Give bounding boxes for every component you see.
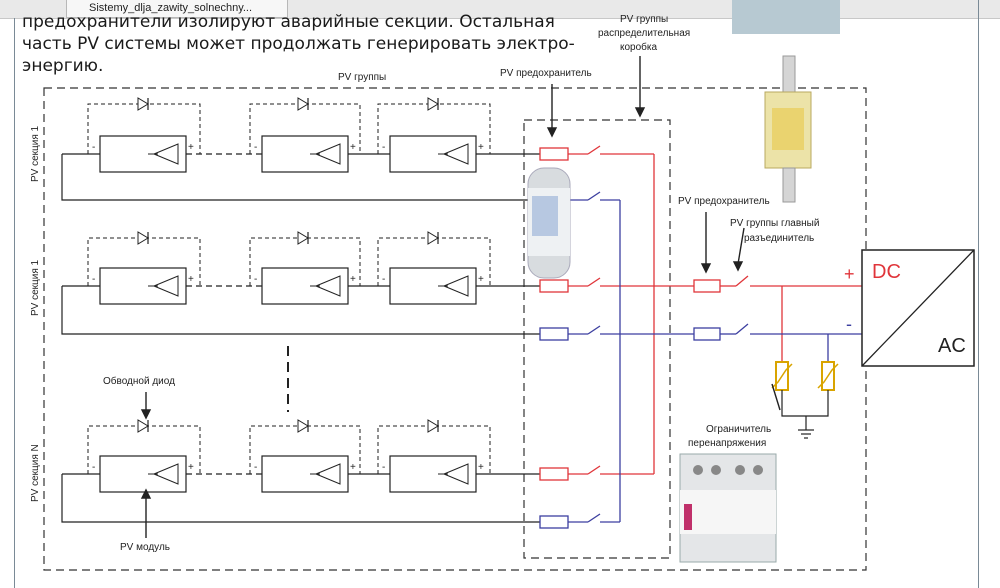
svg-text:+: + [350, 274, 356, 285]
bypass-diode [297, 231, 309, 245]
label-section-n: PV секция N [30, 444, 41, 502]
svg-text:-: - [382, 142, 385, 153]
string-row-2: - + - + - + [61, 231, 540, 335]
bypass-diode [297, 419, 309, 433]
bypass-diode [137, 419, 149, 433]
paragraph-line-2: часть PV системы может продолжать генери… [22, 34, 575, 54]
label-pv-fuse-top: PV предохранитель [500, 68, 592, 79]
svg-text:+: + [188, 274, 194, 285]
bypass-diode [297, 97, 309, 111]
label-section-1b: PV секция 1 [30, 259, 41, 316]
label-section-1a: PV секция 1 [30, 125, 41, 182]
label-pv-groups: PV группы [338, 72, 386, 83]
svg-text:+: + [350, 462, 356, 473]
main-positive-line [693, 275, 862, 362]
surge-protector-illustration [679, 453, 777, 563]
page-left-border [14, 18, 15, 588]
bypass-diode [427, 231, 439, 245]
label-plus: + [844, 264, 855, 284]
svg-text:-: - [382, 462, 385, 473]
string-row-n: - + - + - + [61, 419, 540, 523]
pv-module [389, 135, 477, 173]
fuse-nh-illustration [764, 55, 812, 203]
label-junction-box-3: коробка [620, 41, 657, 53]
label-junction-box-1: PV группы [620, 14, 668, 25]
pv-module [261, 267, 349, 305]
page-right-border [978, 0, 979, 588]
svg-text:+: + [478, 274, 484, 285]
svg-text:+: + [478, 462, 484, 473]
pv-module [261, 135, 349, 173]
svg-text:+: + [478, 142, 484, 153]
label-ac: AC [938, 335, 966, 357]
toolbar-strip [732, 0, 840, 34]
label-main-switch-2: разъединитель [744, 233, 814, 244]
pv-module [261, 455, 349, 493]
svg-text:-: - [254, 462, 257, 473]
label-pv-module: PV модуль [120, 542, 170, 553]
surge-varistor [771, 361, 793, 391]
svg-text:-: - [254, 142, 257, 153]
pv-module [389, 455, 477, 493]
svg-text:-: - [92, 142, 95, 153]
string-row-1: - + - + - + [61, 97, 540, 201]
paragraph-line-3: энергию. [22, 56, 104, 76]
pv-module [99, 267, 187, 305]
label-bypass-diode: Обводной диод [103, 375, 175, 387]
label-surge-1: Ограничитель [706, 424, 771, 435]
surge-varistor [817, 361, 839, 391]
svg-text:+: + [350, 142, 356, 153]
document-tab[interactable]: Sistemy_dlja_zawity_solnechny... [66, 0, 288, 18]
svg-text:-: - [92, 462, 95, 473]
ground-connection [781, 390, 829, 439]
system-boundary [43, 87, 867, 571]
paragraph-line-1: предохранители изолируют аварийные секци… [22, 12, 555, 32]
inverter-dc-ac [861, 249, 975, 367]
label-minus: - [846, 314, 852, 334]
annotation-arrows [140, 56, 781, 538]
fuse-cartridge-illustration [527, 167, 571, 279]
bypass-diode [427, 97, 439, 111]
pv-module [99, 455, 187, 493]
junction-box-boundary [523, 119, 671, 559]
bypass-diode [137, 97, 149, 111]
label-pv-fuse-right: PV предохранитель [678, 196, 770, 207]
junction-box-positive [539, 145, 694, 481]
main-negative-line [693, 323, 862, 362]
label-dc: DC [872, 261, 901, 283]
svg-text:+: + [188, 462, 194, 473]
svg-text:-: - [92, 274, 95, 285]
label-main-switch-1: PV группы главный [730, 218, 819, 229]
svg-text:-: - [254, 274, 257, 285]
bypass-diode [427, 419, 439, 433]
label-surge-2: перенапряжения [688, 438, 766, 449]
body-paragraph: предохранители изолируют аварийные секци… [22, 11, 575, 77]
bypass-diode [137, 231, 149, 245]
label-junction-box-2: распределительная [598, 28, 690, 39]
pv-module [99, 135, 187, 173]
svg-text:+: + [188, 142, 194, 153]
pv-module [389, 267, 477, 305]
svg-text:-: - [382, 274, 385, 285]
